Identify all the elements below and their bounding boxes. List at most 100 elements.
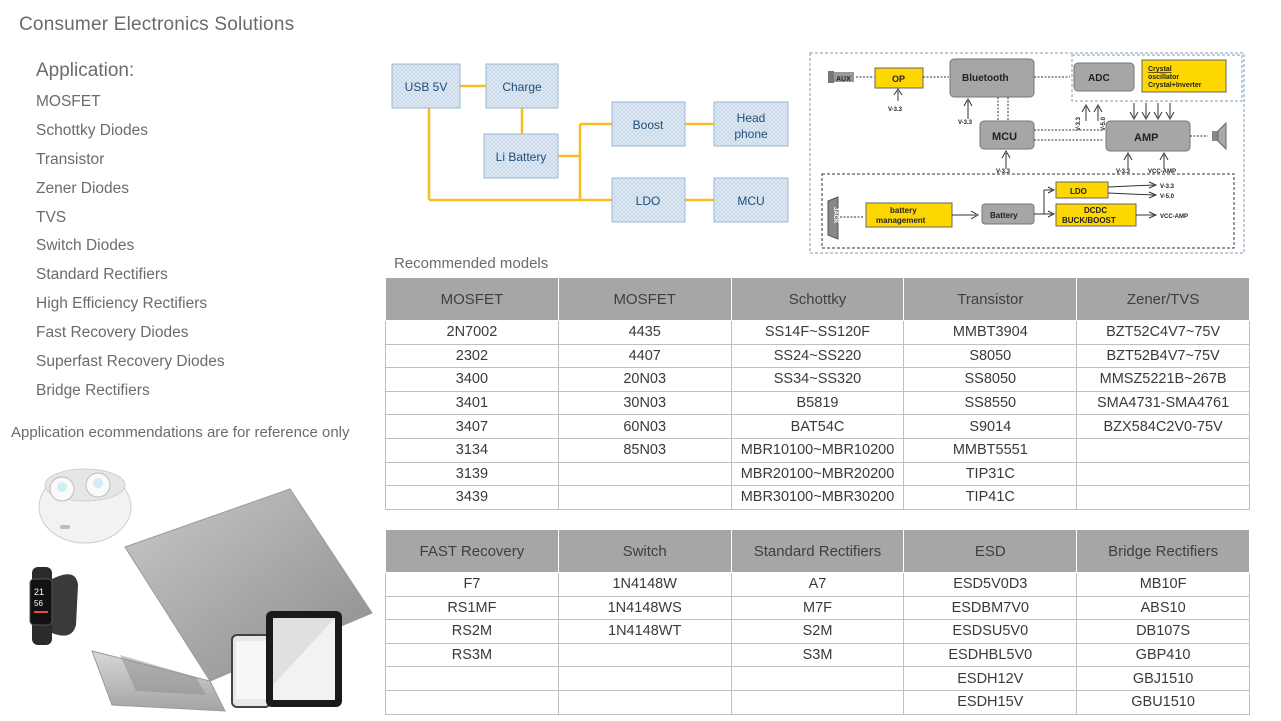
table-cell: RS2M <box>385 619 559 644</box>
mcu-supply: V-3.3 <box>996 169 1011 175</box>
power-block-diagram: USB 5V Charge Li Battery Boost Head phon… <box>391 63 789 223</box>
application-item: Zener Diodes <box>36 179 130 197</box>
application-item: Standard Rectifiers <box>36 266 168 284</box>
ldo2-label: LDO <box>1070 187 1087 196</box>
headphone-label-1: Head <box>737 111 766 125</box>
column-header: Standard Rectifiers <box>730 529 905 573</box>
battery-mgmt-label-1: battery <box>890 206 917 215</box>
table-cell: 3139 <box>385 461 559 487</box>
application-heading: Application: <box>36 60 135 81</box>
table-cell: SS24~SS220 <box>730 343 905 369</box>
table-cell: 2302 <box>385 343 559 369</box>
recommended-models-table-2: FAST Recovery Switch Standard Rectifiers… <box>385 529 1250 715</box>
recommended-models-table-1: MOSFET MOSFET Schottky Transistor Zener/… <box>385 277 1250 510</box>
mcu-label: MCU <box>737 194 764 208</box>
watch-time-2: 56 <box>34 599 43 608</box>
battery-block <box>483 133 559 179</box>
table-cell: 20N03 <box>557 367 732 392</box>
table-cell: ESDBM7V0 <box>903 595 1078 621</box>
column-header: Zener/TVS <box>1076 277 1250 321</box>
v50-vertical: V-5.0 <box>1101 116 1107 131</box>
consumer-devices-illustration: 21 56 <box>29 468 373 712</box>
column-header: Schottky <box>730 277 905 321</box>
battery-mgmt-label-2: management <box>876 216 926 225</box>
table-cell: ESDH12V <box>903 666 1078 691</box>
table-cell: S9014 <box>903 414 1078 439</box>
table-cell: RS3M <box>385 642 559 668</box>
table-cell: GBP410 <box>1076 642 1250 668</box>
amp-vcc: VCC-AMP <box>1148 169 1176 175</box>
application-item: Fast Recovery Diodes <box>36 324 189 342</box>
amp-supply: V-3.3 <box>1116 169 1131 175</box>
table-cell: SMA4731-SMA4761 <box>1076 390 1250 416</box>
table-cell: 60N03 <box>557 414 732 439</box>
watch-time-1: 21 <box>34 587 44 597</box>
table-cell <box>1076 461 1250 487</box>
column-header: Transistor <box>903 277 1078 321</box>
table-cell: ESDSU5V0 <box>903 619 1078 644</box>
battery2-label: Battery <box>990 211 1018 220</box>
table-cell: BAT54C <box>730 414 905 439</box>
table-cell: MMSZ5221B~267B <box>1076 367 1250 392</box>
table-cell: ESD5V0D3 <box>903 572 1078 597</box>
table-cell: F7 <box>385 572 559 597</box>
table-cell: SS34~SS320 <box>730 367 905 392</box>
table-cell: MB10F <box>1076 572 1250 597</box>
table-cell: 1N4148WT <box>557 619 732 644</box>
table-cell: ABS10 <box>1076 595 1250 621</box>
table-cell: 1N4148WS <box>557 595 732 621</box>
table-cell <box>1076 437 1250 463</box>
column-header: ESD <box>903 529 1078 573</box>
application-list: MOSFET Schottky Diodes Transistor Zener … <box>36 92 225 410</box>
table-cell: 4407 <box>557 343 732 369</box>
table-cell: B5819 <box>730 390 905 416</box>
table-cell: MBR10100~MBR10200 <box>730 437 905 463</box>
table-cell: ESDHBL5V0 <box>903 642 1078 668</box>
table-cell: 4435 <box>557 320 732 345</box>
ldo-out-50: V-5.0 <box>1160 194 1175 200</box>
crystal-label-2: oscillator <box>1148 74 1179 81</box>
ldo-label: LDO <box>636 194 661 208</box>
table-cell: SS14F~SS120F <box>730 320 905 345</box>
application-item: High Efficiency Rectifiers <box>36 295 208 313</box>
mcu2-label: MCU <box>992 131 1017 143</box>
page-title: Consumer Electronics Solutions <box>19 14 295 35</box>
dcdc-label-2: BUCK/BOOST <box>1062 216 1116 225</box>
table-cell: SS8550 <box>903 390 1078 416</box>
table-cell <box>1076 485 1250 510</box>
adc-label: ADC <box>1088 73 1110 84</box>
op-supply: V-3.3 <box>888 107 903 113</box>
column-header: FAST Recovery <box>385 529 559 573</box>
audio-block-diagram: AUX OP V-3.3 Bluetooth V-3.3 ADC Crystal… <box>809 52 1245 254</box>
crystal-label-3: Crystal+Inverter <box>1148 82 1202 89</box>
ldo-out-33: V-3.3 <box>1160 184 1175 190</box>
reference-note: Application ecommendations are for refer… <box>11 424 350 441</box>
table-cell: SS8050 <box>903 367 1078 392</box>
jack-label: JACK <box>832 207 838 224</box>
table-cell <box>557 666 732 691</box>
table-cell: GBJ1510 <box>1076 666 1250 691</box>
table-cell: MMBT5551 <box>903 437 1078 463</box>
application-item: Schottky Diodes <box>36 121 148 139</box>
aux-label: AUX <box>836 76 851 83</box>
bluetooth-supply: V-3.3 <box>958 120 973 126</box>
column-header: Bridge Rectifiers <box>1076 529 1250 573</box>
table-cell <box>557 461 732 487</box>
table-cell: 1N4148W <box>557 572 732 597</box>
table-cell: MBR30100~MBR30200 <box>730 485 905 510</box>
table-cell: BZX584C2V0-75V <box>1076 414 1250 439</box>
dcdc-out: VCC-AMP <box>1160 214 1188 220</box>
phone-icon <box>231 634 271 708</box>
table-cell: BZT52C4V7~75V <box>1076 320 1250 345</box>
